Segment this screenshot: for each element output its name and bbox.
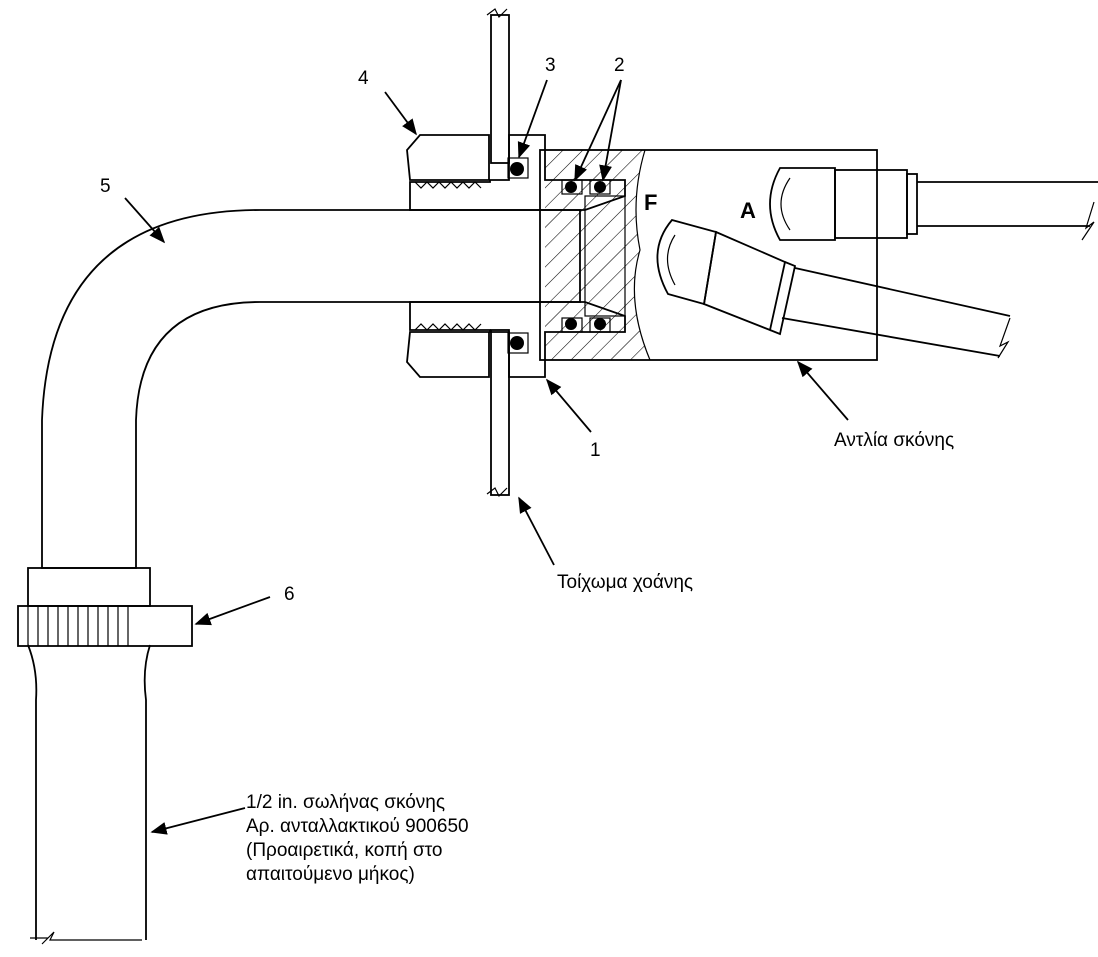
callout-3: 3 (545, 55, 556, 76)
hose-description-line-2: Αρ. ανταλλακτικού 900650 (246, 816, 469, 837)
fitting-a (769, 167, 1098, 241)
port-label-a: A (740, 198, 756, 223)
o-ring-3-lower (507, 332, 529, 354)
callout-6: 6 (284, 584, 295, 605)
pump-body (539, 149, 878, 361)
clamp-ridges (27, 606, 129, 646)
nut (406, 134, 490, 378)
hose-description-line-1: 1/2 in. σωλήνας σκόνης (246, 792, 445, 813)
hopper-wall (486, 8, 510, 498)
callout-4: 4 (358, 68, 369, 89)
leader-lines (124, 79, 849, 835)
callout-1: 1 (590, 440, 601, 461)
hopper-wall-label: Τοίχωμα χοάνης (557, 572, 693, 593)
pump-label: Αντλία σκόνης (834, 430, 954, 451)
callout-5: 5 (100, 176, 111, 197)
o-ring-3-upper (507, 157, 529, 179)
hose-description-line-3: (Προαιρετικά, κοπή στο (246, 840, 443, 861)
port-label-f: F (644, 190, 657, 215)
elbow-tube (41, 209, 581, 569)
hose-clamp (17, 605, 193, 647)
o-rings-2-lower (561, 317, 611, 333)
callout-2: 2 (614, 55, 625, 76)
hose-description-line-4: απαιτούμενο μήκος) (246, 864, 415, 885)
hose-description: 1/2 in. σωλήνας σκόνης Αρ. ανταλλακτικού… (246, 792, 469, 885)
powder-hose (27, 567, 151, 945)
o-rings-2-upper (561, 179, 611, 195)
fitting-f (656, 218, 1011, 359)
